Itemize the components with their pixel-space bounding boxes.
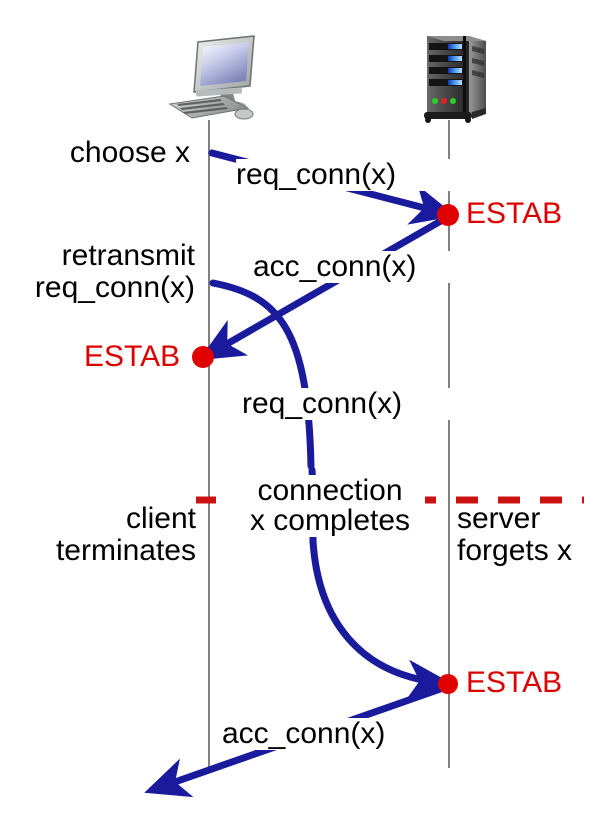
label-acc-conn-2: acc_conn(x) <box>222 718 442 750</box>
state-estab-server-bottom: ESTAB <box>466 666 563 699</box>
client-estab-dot <box>192 346 214 368</box>
server-estab-dot-bottom <box>438 674 458 694</box>
label-retransmit: retransmit <box>61 239 195 272</box>
desktop-computer-icon <box>168 35 255 120</box>
label-req-conn-1: req_conn(x) <box>236 159 456 191</box>
state-estab-client: ESTAB <box>84 340 181 373</box>
label-retransmit-req-conn: req_conn(x) <box>34 271 195 304</box>
label-req-conn-2: req_conn(x) <box>242 388 462 420</box>
label-connection-completes-line2: x completes <box>235 505 425 537</box>
label-acc-conn-1: acc_conn(x) <box>253 251 473 283</box>
arrow-acc-conn-1 <box>198 214 450 361</box>
state-estab-server-top: ESTAB <box>466 197 563 230</box>
label-connection-completes-line1: connection <box>235 475 425 507</box>
arrow-req-conn-2-lower <box>309 537 453 701</box>
label-server-forgets-line1: server <box>457 502 541 535</box>
server-estab-dot-top <box>437 204 459 226</box>
client-host-icon <box>162 34 260 124</box>
label-choose-x: choose x <box>69 136 190 169</box>
label-server-forgets-line2: forgets x <box>457 534 573 567</box>
server-tower-icon <box>424 36 486 123</box>
label-client-terminates-line1: client <box>125 502 196 535</box>
label-client-terminates-line2: terminates <box>55 534 196 567</box>
server-host-icon <box>418 28 494 131</box>
arrow-req-conn-2-upper <box>209 279 315 470</box>
